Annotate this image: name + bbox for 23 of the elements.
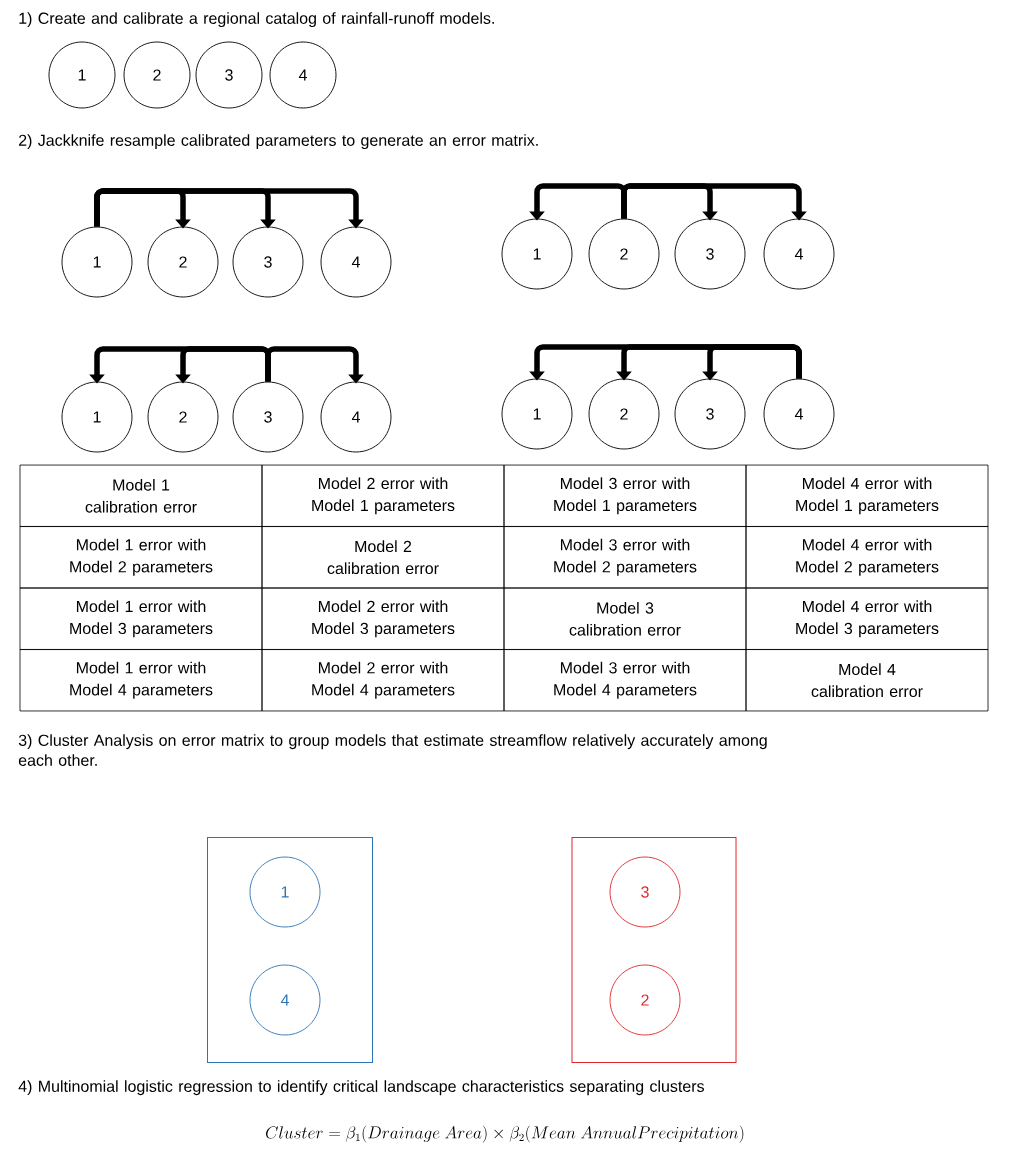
step-text: 3) Cluster Analysis on error matrix to group models that estimate streamflow relatively accurately among each other.	[18, 734, 767, 766]
table-cell: Model 1 error with Model 4 parameters	[19, 649, 263, 712]
table-cell: Model 2 error with Model 1 parameters	[261, 464, 505, 527]
table-cell: Model 1 error with Model 3 parameters	[19, 587, 263, 650]
table-cell: Model 2 calibration error	[261, 526, 505, 589]
step-text: 1) Create and calibrate a regional catalog of rainfall-runoff models.	[19, 12, 494, 28]
table-cell: Model 4 error with Model 1 parameters	[745, 464, 989, 527]
table-cell: Model 1 error with Model 2 parameters	[19, 526, 263, 589]
step-text: 4) Multinomial logistic regression to identify critical landscape characteristics separating clusters	[18, 1080, 704, 1096]
formula: $Cluster = \beta_1(Drainage\ Area) \times \beta_2(Mean\ AnnualPrecipitation)$	[266, 1125, 744, 1143]
table-cell: Model 3 calibration error	[503, 587, 747, 650]
table-cell: Model 4 calibration error	[745, 649, 989, 712]
table-cell: Model 4 error with Model 3 parameters	[745, 587, 989, 650]
table-cell: Model 1 calibration error	[19, 464, 263, 527]
table-cell: Model 3 error with Model 4 parameters	[503, 649, 747, 712]
cluster-box	[207, 837, 373, 1063]
table-cell: Model 2 error with Model 4 parameters	[261, 649, 505, 712]
step-text: 2) Jackknife resample calibrated parameters to generate an error matrix.	[19, 134, 538, 150]
table-cell: Model 3 error with Model 2 parameters	[503, 526, 747, 589]
table-cell: Model 4 error with Model 2 parameters	[745, 526, 989, 589]
table-cell: Model 3 error with Model 1 parameters	[503, 464, 747, 527]
cluster-box	[571, 837, 737, 1063]
table-cell: Model 2 error with Model 3 parameters	[261, 587, 505, 650]
